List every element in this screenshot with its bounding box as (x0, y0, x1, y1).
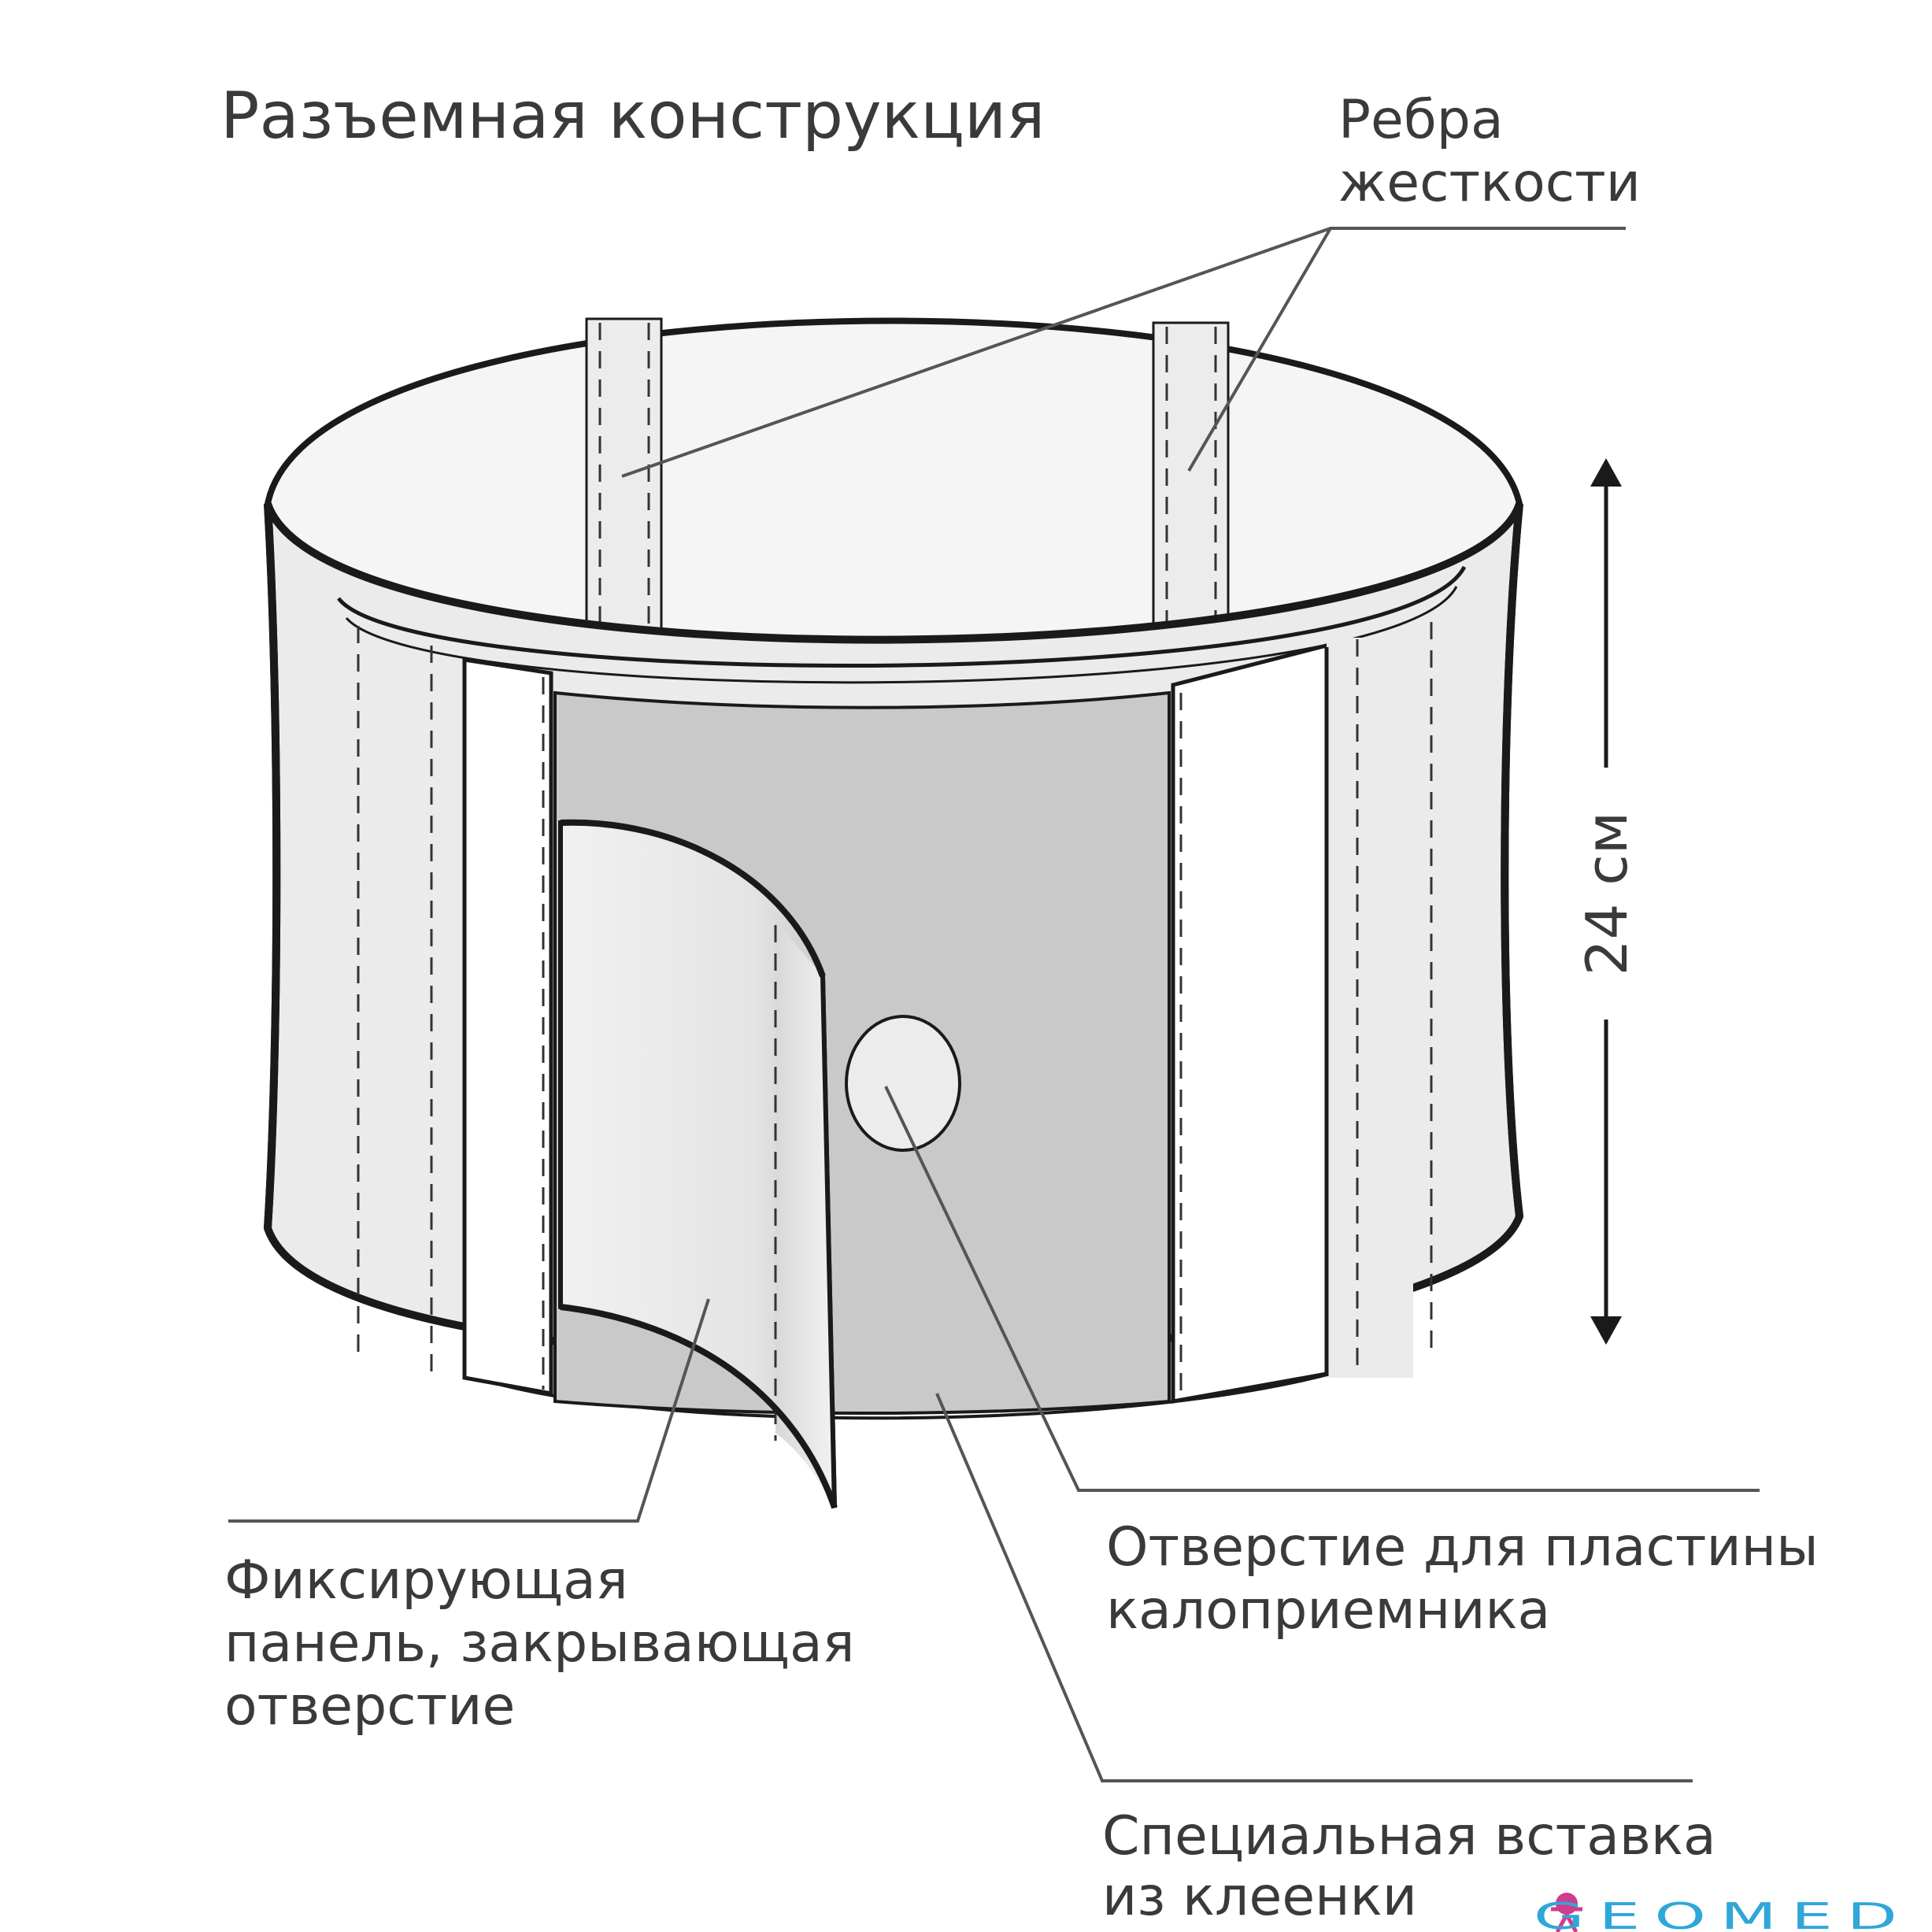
belt-inner-surface (264, 317, 1523, 643)
diagram-title: Разъемная конструкция (220, 79, 1046, 154)
arrow-down-icon (1590, 1316, 1622, 1345)
belt (263, 317, 1524, 1509)
panel-label-line2: панель, закрывающая (224, 1612, 855, 1675)
insert-label-line2: из клеенки (1102, 1866, 1417, 1928)
right-strap (1171, 622, 1433, 1404)
ribs-label-line2: жесткости (1338, 152, 1641, 214)
dimension-arrow: 24 см (1574, 458, 1640, 1345)
arrow-up-icon (1590, 458, 1622, 487)
hole-leader (884, 1086, 1760, 1492)
panel-label-line3: отверстие (224, 1675, 515, 1738)
dimension-label: 24 см (1574, 812, 1640, 975)
hole-label-line1: Отверстие для пластины (1106, 1516, 1819, 1579)
ostomy-hole (845, 1015, 961, 1152)
belt-top-rim (337, 565, 1467, 668)
hole-label-line2: калоприемника (1106, 1579, 1550, 1641)
fixing-panel (558, 819, 838, 1509)
inner-ribs (585, 317, 1230, 683)
panel-leader (228, 1298, 710, 1523)
leader-lines (228, 227, 1760, 1782)
left-strap (357, 626, 553, 1396)
insert-leader (935, 1393, 1693, 1782)
panel-label-line1: Фиксирующая (224, 1549, 628, 1612)
insert-label-line1: Специальная вставка (1102, 1805, 1716, 1867)
logo-text: GEOMED (1534, 1895, 1912, 1932)
geomed-logo: GEOMED (1534, 1893, 1912, 1932)
ribs-label-line1: Ребра (1338, 89, 1504, 151)
